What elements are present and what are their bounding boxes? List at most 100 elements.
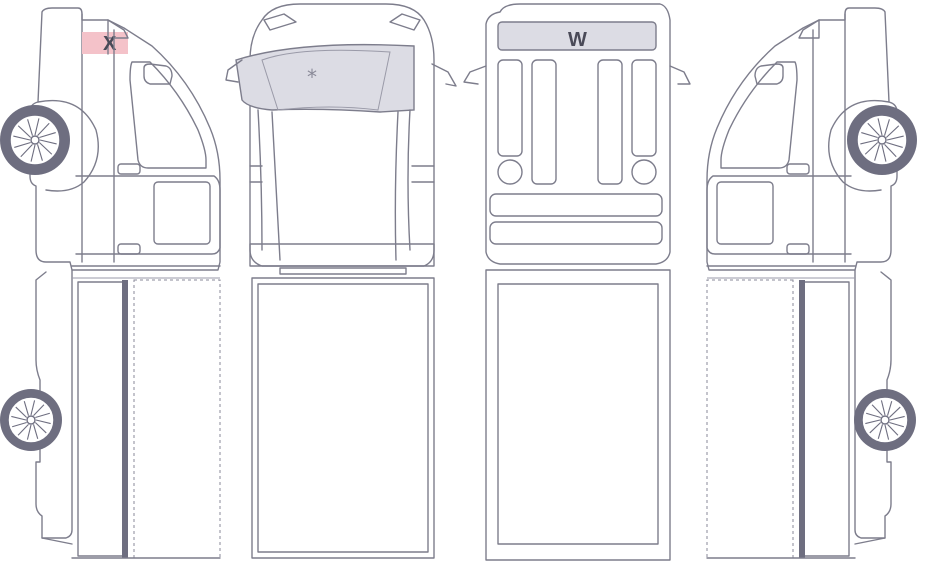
wheel-spoke — [865, 419, 881, 425]
wheel-spoke — [871, 404, 883, 417]
rear-slot-1 — [497, 59, 523, 157]
wheel-spoke — [35, 419, 51, 425]
wheel-spoke — [866, 412, 881, 419]
front-step — [279, 267, 407, 275]
wheel-spoke — [15, 406, 28, 418]
wheel-spoke — [38, 142, 53, 155]
wheel-spoke — [17, 423, 29, 436]
rear-window[interactable] — [497, 21, 657, 51]
right-door-handle[interactable] — [786, 163, 810, 175]
wheel-spoke — [889, 415, 905, 421]
front-mirror-right[interactable] — [431, 63, 457, 87]
wheel-spoke — [884, 143, 897, 158]
right-cargo-frame-bar — [799, 280, 805, 558]
rear-window-marker: W — [568, 29, 587, 51]
right-side-window — [720, 61, 798, 169]
wheel-spoke — [23, 401, 30, 416]
front-hood-lines — [271, 111, 399, 261]
left-cargo-hidden-outline — [133, 279, 221, 559]
wheel-spoke — [30, 400, 36, 416]
rear-mirror-left[interactable] — [463, 65, 487, 85]
left-chassis-outline — [35, 269, 73, 539]
wheel-spoke — [888, 406, 901, 418]
right-chassis-outline — [854, 269, 892, 539]
wheel-spoke — [12, 421, 27, 428]
wheel-spoke — [34, 422, 47, 434]
front-roof-light-right — [389, 13, 421, 31]
left-cargo-frame-bar — [122, 280, 128, 558]
left-door-handle[interactable] — [117, 163, 141, 175]
wheel-spoke — [877, 424, 884, 439]
left-lower-window — [153, 181, 211, 245]
wheel-spoke — [864, 142, 879, 155]
right-step — [854, 537, 886, 545]
wheel-spoke — [860, 139, 878, 145]
right-cab-outline — [706, 7, 898, 271]
right-mirror[interactable] — [754, 63, 784, 85]
rear-slot-2 — [531, 59, 557, 185]
wheel-spoke — [869, 422, 882, 434]
wheel-spoke — [889, 421, 904, 428]
wheel-spoke — [883, 119, 890, 136]
rear-lamp-right — [631, 159, 657, 185]
front-roof-light-left — [263, 13, 297, 31]
rear-cab-outline — [485, 3, 671, 265]
left-side-view[interactable]: X — [0, 7, 221, 559]
front-pillar-right — [407, 109, 411, 251]
wheel-spoke — [32, 424, 39, 439]
front-cargo-box[interactable] — [251, 277, 435, 559]
right-cargo-hidden-outline — [706, 279, 794, 559]
left-mirror[interactable] — [143, 63, 173, 85]
wheel-spoke — [34, 118, 40, 136]
left-rear-wheel[interactable] — [0, 389, 62, 451]
front-view[interactable]: * — [225, 3, 457, 559]
front-door-handles — [249, 165, 435, 183]
rear-bumper-lower — [489, 221, 663, 245]
damage-marker-label: X — [103, 33, 117, 55]
front-windshield-inner — [261, 49, 391, 111]
wheel-spoke — [33, 404, 45, 417]
wheel-spoke — [20, 143, 33, 158]
rear-view[interactable]: W — [463, 3, 691, 561]
right-lower-window — [716, 181, 774, 245]
wheel-spoke — [887, 423, 899, 436]
wheel-spoke — [39, 139, 57, 145]
left-step — [41, 537, 73, 545]
wheel-spoke — [880, 400, 886, 416]
rear-mirror-right[interactable] — [669, 65, 691, 85]
wheel-spoke — [26, 424, 32, 440]
left-cargo-panel[interactable] — [77, 281, 127, 557]
front-pillar-left — [257, 109, 263, 251]
right-roof-marker — [798, 19, 820, 39]
wheel-spoke — [27, 119, 34, 136]
wheel-spoke — [881, 144, 887, 162]
wheel-spoke — [13, 135, 31, 141]
left-step-handle — [117, 243, 141, 255]
rear-cargo-door[interactable] — [497, 283, 659, 545]
right-cargo-panel[interactable] — [800, 281, 850, 557]
rear-cargo-box[interactable] — [485, 269, 671, 561]
wheel-spoke — [36, 144, 43, 161]
right-step-handle — [786, 243, 810, 255]
wheel-spoke — [885, 125, 900, 138]
wheel-spoke — [874, 144, 881, 161]
front-mirror-left[interactable] — [225, 59, 243, 83]
right-side-view[interactable] — [706, 7, 917, 559]
left-front-wheel[interactable] — [0, 105, 70, 175]
windshield-marker: * — [307, 65, 317, 89]
rear-lamp-left — [497, 159, 523, 185]
front-bumper — [249, 243, 435, 267]
wheel-spoke — [35, 412, 50, 419]
wheel-spoke — [884, 424, 890, 440]
right-rear-wheel[interactable] — [854, 389, 916, 451]
wheel-spoke — [886, 135, 904, 141]
roof-marker-flag — [107, 19, 129, 55]
right-front-wheel-arch — [828, 99, 890, 192]
rear-slot-3 — [597, 59, 623, 185]
right-front-wheel[interactable] — [847, 105, 917, 175]
wheel-spoke — [17, 125, 32, 138]
left-front-wheel-arch — [37, 99, 99, 192]
left-cab-outline — [29, 7, 221, 271]
front-windshield[interactable] — [235, 43, 415, 113]
